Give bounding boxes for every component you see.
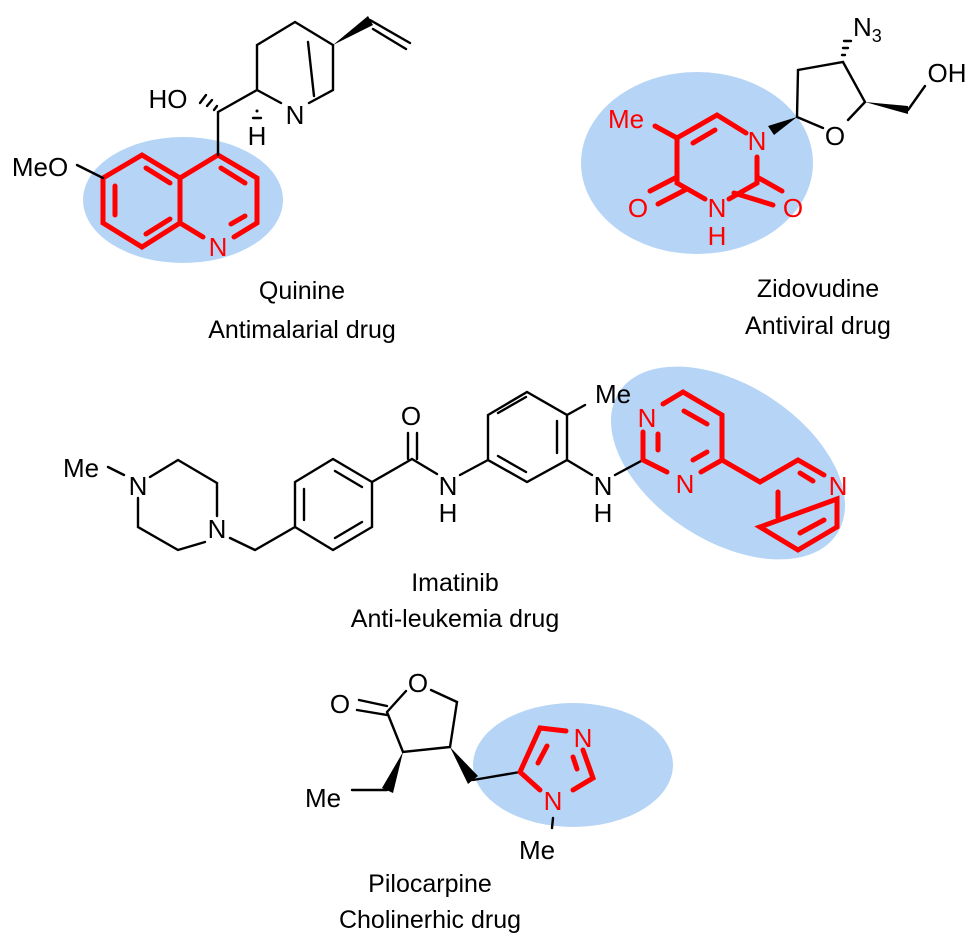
- pilocarpine-category: Cholinerhic drug: [339, 906, 521, 934]
- thymine-highlight: [581, 72, 813, 254]
- pilocarpine-structure: O O Me N N Me Pilocarpine Cholinerhic dr…: [305, 668, 673, 934]
- ho-label: HO: [149, 84, 188, 114]
- hashed-bond: [840, 39, 853, 57]
- o4-label: O: [628, 193, 648, 223]
- ring-o-label: O: [825, 121, 845, 151]
- h-label: H: [248, 121, 267, 151]
- meo-label: MeO: [12, 152, 68, 182]
- imidazole-highlight: [473, 703, 673, 827]
- n-methyl-label: Me: [519, 835, 555, 865]
- ethyl-methyl-label: Me: [305, 783, 341, 813]
- zidovudine-category: Antiviral drug: [745, 312, 891, 340]
- imatinib-name: Imatinib: [411, 569, 499, 597]
- quinine-category: Antimalarial drug: [208, 316, 396, 344]
- carbonyl-o-label: O: [401, 401, 421, 431]
- carbonyl-o-label: O: [330, 689, 350, 719]
- amide-h-label: H: [439, 498, 458, 528]
- pyrimidine-n1-label: N: [638, 403, 657, 433]
- thymine-ring: [647, 112, 785, 208]
- lactone-o-label: O: [408, 668, 428, 698]
- o2-label: O: [783, 193, 803, 223]
- quinoline-n-label: N: [209, 232, 228, 262]
- amine-n-label: N: [594, 471, 613, 501]
- n3-h-label: H: [708, 221, 727, 251]
- hashed-bond: [198, 93, 219, 112]
- quinine-name: Quinine: [259, 277, 345, 305]
- imatinib-structure: Me N N O N H N H Me N N N Imatinib Anti-…: [63, 366, 848, 633]
- piperazine-n4-label: N: [208, 514, 227, 544]
- quinuclidine-n-label: N: [286, 100, 305, 130]
- aryl-methyl-label: Me: [595, 379, 631, 409]
- oh-label: OH: [928, 58, 967, 88]
- amide-n-label: N: [439, 471, 458, 501]
- pyrimidine-n3-label: N: [676, 469, 695, 499]
- imatinib-category: Anti-leukemia drug: [351, 605, 559, 633]
- quinine-structure: N MeO HO N H Quinine Antimalarial drug: [12, 16, 412, 344]
- pyrimidine-pyridine-rings: [640, 389, 840, 553]
- imidazole-ring: [517, 725, 597, 793]
- pilocarpine-name: Pilocarpine: [368, 870, 492, 898]
- zidovudine-name: Zidovudine: [757, 275, 879, 303]
- quinoline-highlight: [83, 137, 283, 263]
- methyl-label: Me: [63, 453, 99, 483]
- azide-label: N3: [853, 12, 882, 46]
- imidazole-n1-label: N: [544, 786, 563, 816]
- piperazine-n1-label: N: [129, 471, 148, 501]
- zidovudine-structure: Me N N H O O O N3 OH Zidovudine Antivira…: [581, 12, 967, 340]
- imidazole-n3-label: N: [574, 723, 593, 753]
- n1-label: N: [748, 126, 767, 156]
- amine-h-label: H: [594, 498, 613, 528]
- pyridine-n-label: N: [829, 471, 848, 501]
- n3-label: N: [708, 193, 727, 223]
- methyl-label: Me: [608, 104, 644, 134]
